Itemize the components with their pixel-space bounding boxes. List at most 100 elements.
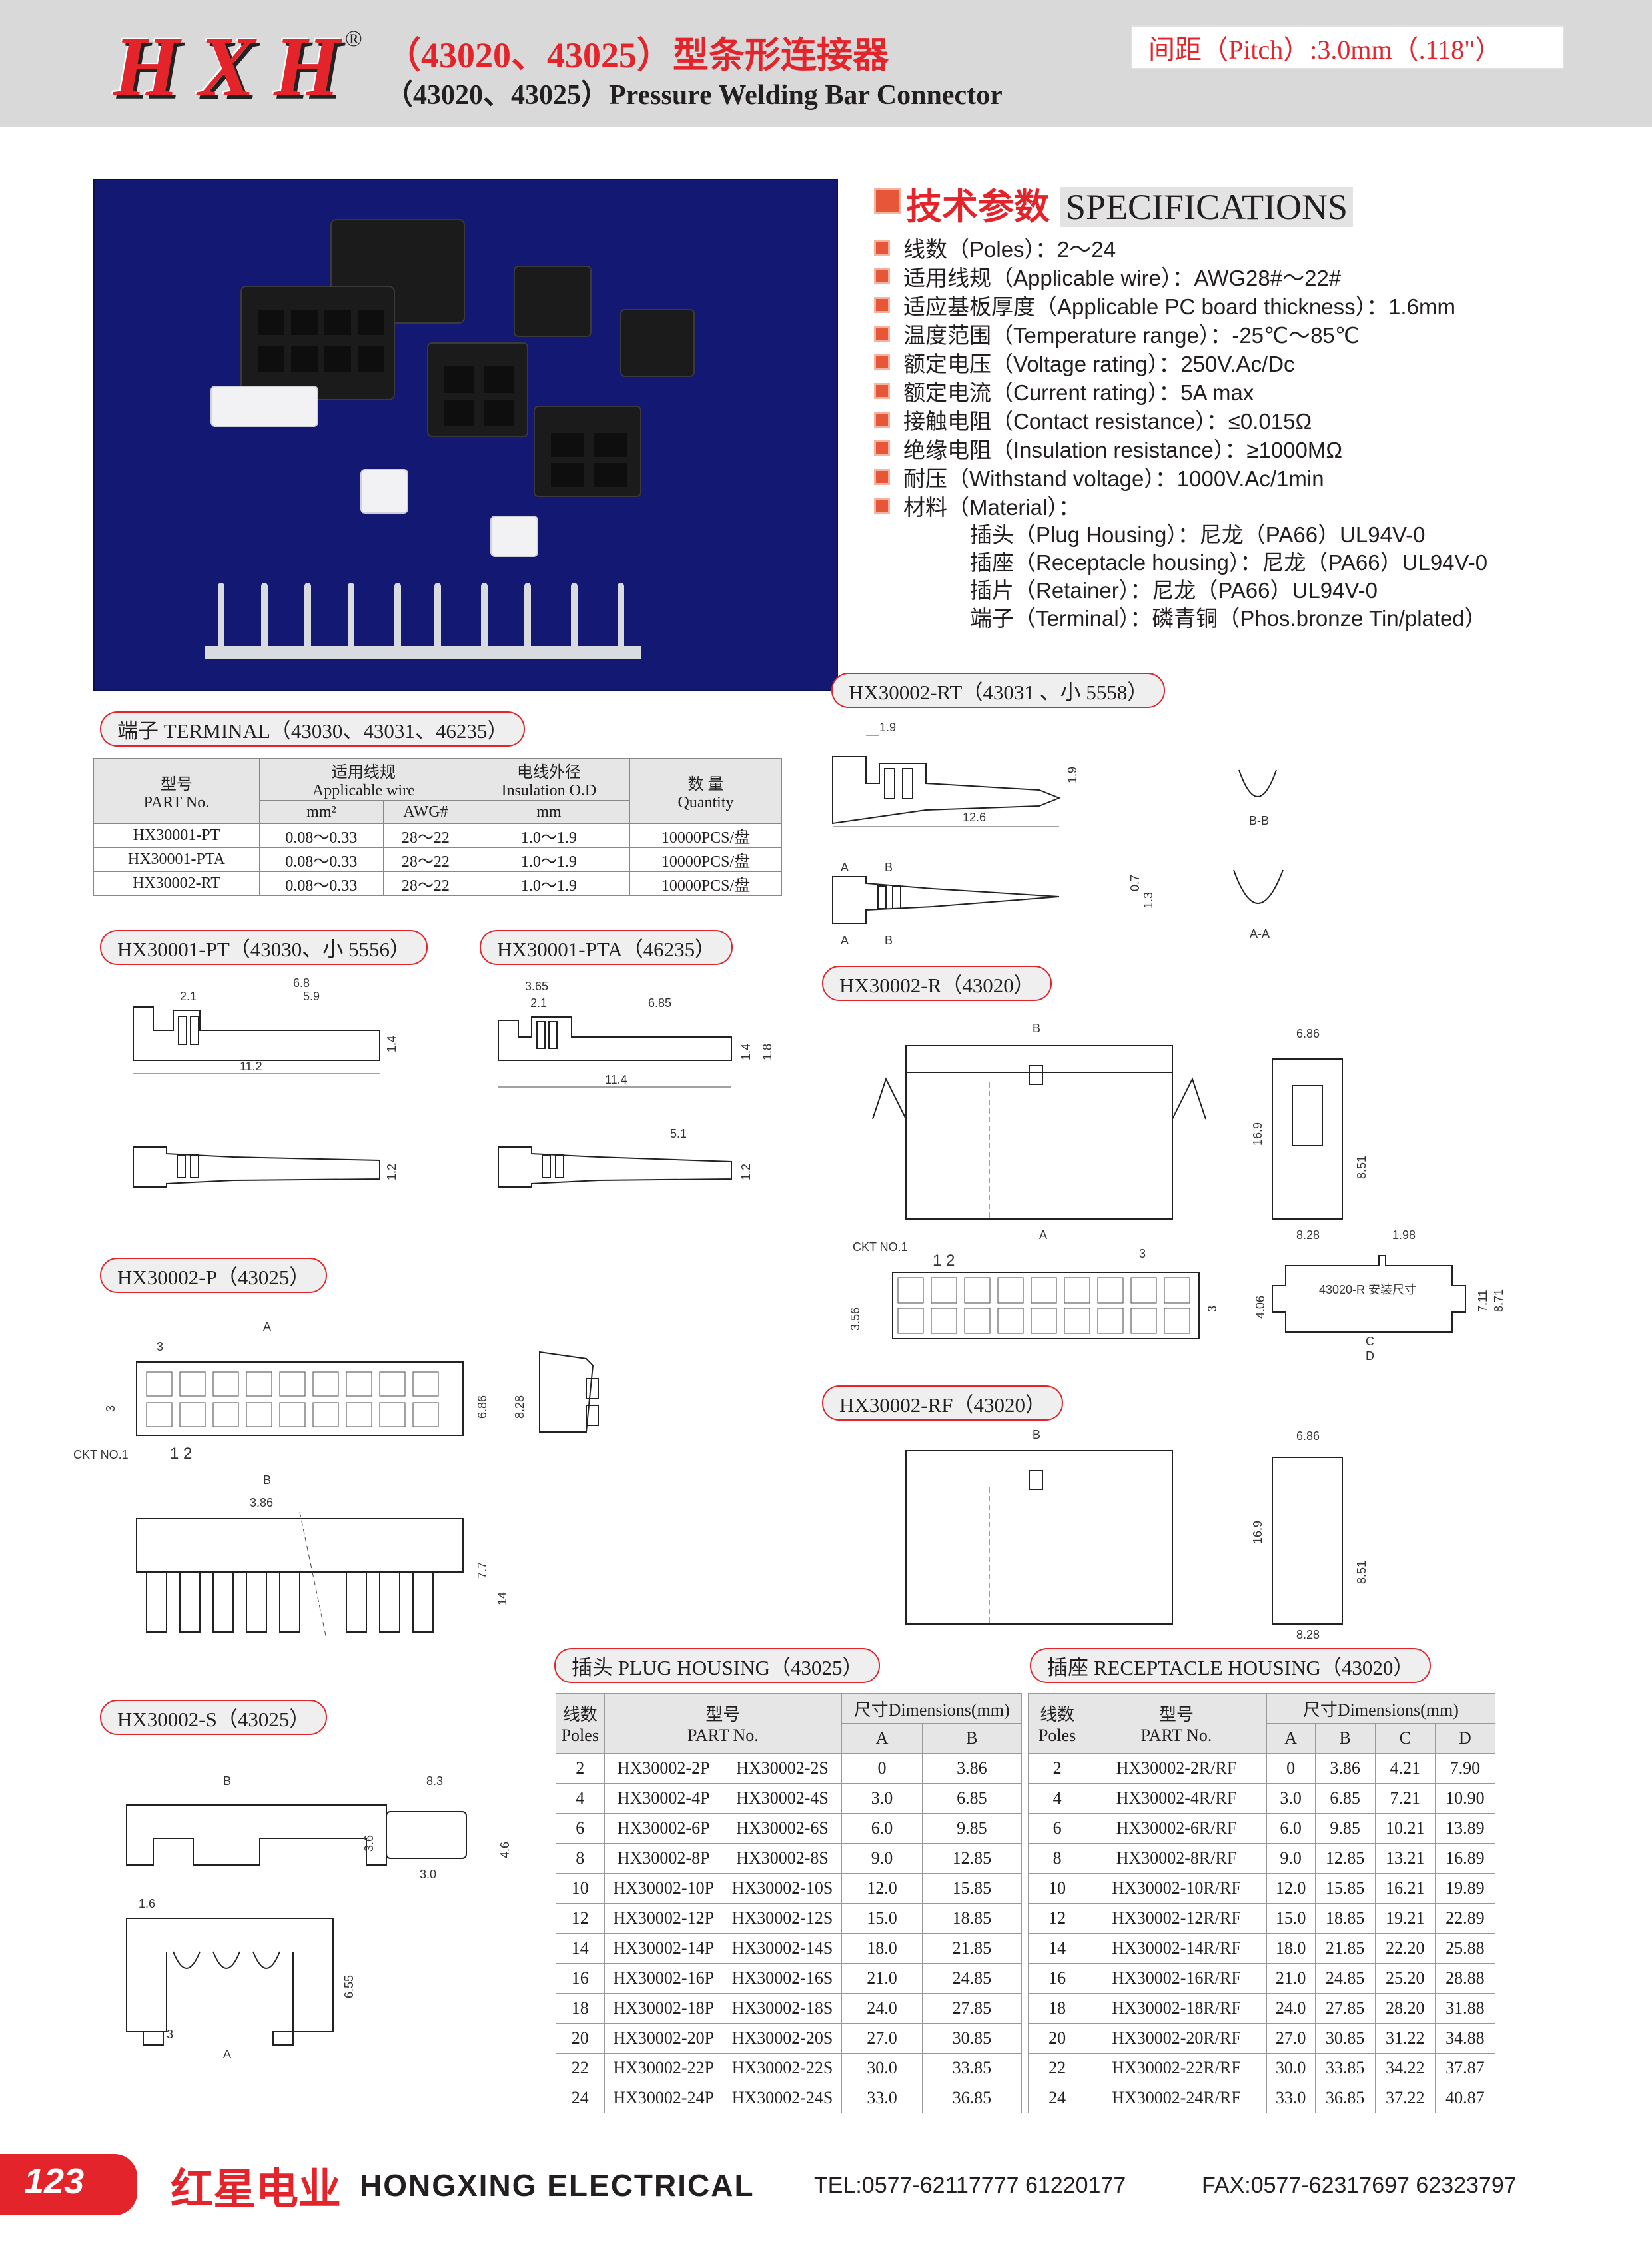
pta-dim: 3.65: [525, 980, 548, 993]
th-awg: AWG#: [382, 800, 468, 824]
p-a: A: [263, 1320, 271, 1333]
page-number: 123: [24, 2161, 85, 2201]
s-dim: 3.0: [420, 1868, 436, 1881]
spec-row: 适应基板厚度（Applicable PC board thickness）：1.…: [874, 289, 1455, 321]
rf-dim: 6.86: [1296, 1429, 1320, 1443]
r-dim: 3: [1139, 1247, 1146, 1260]
spec-row: 接触电阻（Contact resistance）：≤0.015Ω: [874, 404, 1312, 436]
bullet-square-icon: [874, 498, 890, 514]
bullet-square-icon: [874, 354, 890, 370]
bullet-square-icon: [874, 440, 890, 456]
title-chinese: （43020、43025）型条形连接器: [385, 35, 889, 75]
product-photo: [93, 179, 838, 691]
pt-label: HX30001-PT（43030、小 5556）: [100, 930, 428, 965]
r-a: A: [1039, 1228, 1047, 1242]
pt-dim: 1.2: [385, 1164, 398, 1180]
rf-label: HX30002-RF（43020）: [822, 1385, 1064, 1421]
spec-row: 适用线规（Applicable wire）：AWG28#～22#: [874, 260, 1341, 292]
s-label: HX30002-S（43025）: [100, 1700, 328, 1735]
s-dim: 6.55: [342, 1975, 356, 1998]
r-mount: 43020-R 安装尺寸: [1319, 1283, 1416, 1296]
p-dim: 3: [104, 1405, 117, 1412]
r-dim: 6.86: [1296, 1027, 1320, 1040]
r-label: HX30002-R（43020）: [822, 966, 1052, 1001]
r-dim: 8.28: [1296, 1228, 1320, 1242]
s-retainer-drawing: B 8.3 3.6 4.6 3.0 1.6 6.55 3 A: [126, 1774, 512, 2061]
rt-a: A: [841, 861, 849, 874]
pta-dim: 5.1: [670, 1127, 687, 1140]
r-dim: 1.98: [1392, 1228, 1416, 1242]
r-receptacle-drawing: B 6.86 16.9 8.51 8.28 A CKT NO.1 1 2 3 3…: [849, 1022, 1505, 1363]
p-plug-drawing: A 3 3 6.86 8.28 CKT NO.1 1 2 B 3.86 7.7 …: [73, 1320, 599, 1639]
fax: FAX:0577-62317697 62323797: [1202, 2173, 1517, 2198]
r-d: D: [1366, 1349, 1374, 1363]
s-a: A: [223, 2048, 231, 2061]
r-n12: 1 2: [933, 1252, 955, 1270]
terminal-label: 端子 TERMINAL（43030、43031、46235）: [100, 711, 526, 747]
bullet-square-icon: [874, 383, 890, 399]
r-dim: 7.11: [1476, 1290, 1489, 1312]
rf-b: B: [1032, 1428, 1040, 1441]
bullet-square-icon: [874, 326, 890, 342]
plug-housing-label: 插头 PLUG HOUSING（43025）: [554, 1648, 881, 1683]
bullet-square-icon: [874, 268, 890, 284]
bullet-square-icon: [874, 188, 901, 214]
p-dim: 14: [496, 1592, 509, 1605]
r-dim: 3.56: [849, 1308, 862, 1331]
rf-dim: 8.51: [1355, 1561, 1368, 1584]
pt-dim: 2.1: [180, 990, 197, 1003]
th-c: C: [1374, 1723, 1436, 1754]
s-b: B: [223, 1774, 231, 1788]
p-dim: 3: [157, 1340, 163, 1353]
bullet-square-icon: [874, 297, 890, 313]
bullet-square-icon: [874, 469, 890, 485]
s-dim: 8.3: [426, 1774, 443, 1788]
r-b: B: [1032, 1022, 1040, 1035]
s-dim: 3.6: [362, 1835, 376, 1852]
rt-dim: 1.3: [1142, 892, 1155, 909]
p-ckt: CKT NO.1: [73, 1448, 129, 1461]
pitch-text: 间距（Pitch）:3.0mm（.118"）: [1148, 35, 1502, 65]
spec-row: 绝缘电阻（Insulation resistance）：≥1000MΩ: [874, 432, 1342, 464]
rt-label: HX30002-RT（43031 、小 5558）: [831, 673, 1166, 708]
spec-row: 温度范围（Temperature range）：-25℃～85℃: [874, 318, 1360, 350]
receptacle-housing-label: 插座 RECEPTACLE HOUSING（43020）: [1030, 1648, 1432, 1683]
r-dim: 4.06: [1254, 1296, 1267, 1319]
pta-dim: 1.4: [739, 1044, 753, 1060]
registered-mark: ®: [345, 27, 362, 51]
spec-row: 额定电压（Voltage rating）：250V.Ac/Dc: [874, 346, 1295, 378]
material-row: 插座（Receptacle housing）：尼龙（PA66）UL94V-0: [970, 550, 1488, 575]
rt-terminal-drawing: 1.9 12.6 1.9 A B A B 0.7 1.3 B-B A-A: [832, 721, 1284, 947]
r-dim: 8.71: [1492, 1289, 1505, 1312]
bullet-square-icon: [874, 412, 890, 428]
p-n12: 1 2: [170, 1445, 192, 1463]
th-d: D: [1434, 1723, 1496, 1754]
pta-dim: 1.8: [761, 1044, 774, 1060]
spec-title-cn: 技术参数: [906, 186, 1050, 228]
th-mm2: mm²: [258, 800, 384, 824]
th-mm: mm: [467, 800, 631, 824]
pt-dim: 11.2: [240, 1060, 262, 1073]
spec-title-en: SPECIFICATIONS: [1060, 187, 1354, 227]
rf-dim: 8.28: [1296, 1628, 1320, 1641]
pta-label: HX30001-PTA（46235）: [480, 930, 733, 965]
